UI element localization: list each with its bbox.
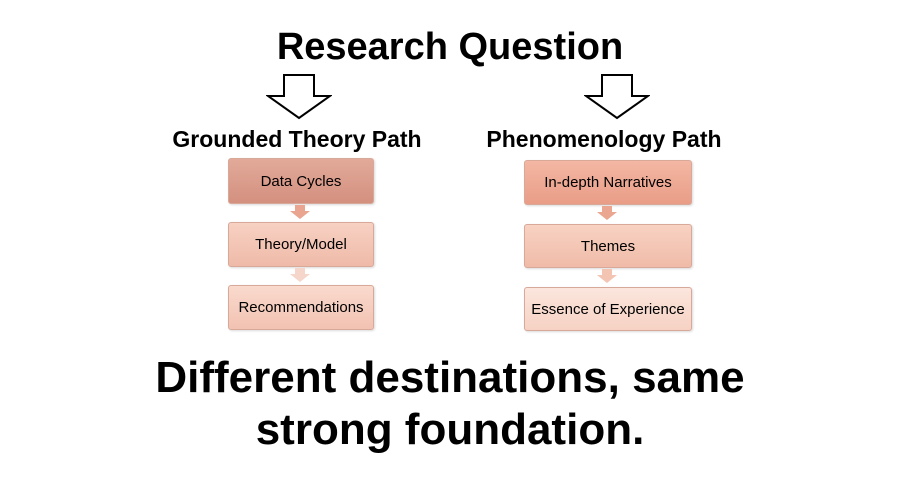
diagram-title: Research Question	[276, 26, 624, 68]
step-theory-model: Theory/Model	[228, 222, 374, 267]
step-arrow-icon	[290, 205, 310, 219]
step-arrow-icon	[290, 268, 310, 282]
step-data-cycles: Data Cycles	[228, 158, 374, 204]
footer-text: Different destinations, same strong foun…	[0, 352, 900, 456]
step-arrow-icon	[597, 269, 617, 283]
down-arrow-icon	[584, 74, 650, 120]
step-themes: Themes	[524, 224, 692, 268]
grounded-theory-heading: Grounded Theory Path	[172, 126, 422, 152]
step-in-depth-narratives: In-depth Narratives	[524, 160, 692, 205]
down-arrow-icon	[266, 74, 332, 120]
phenomenology-heading: Phenomenology Path	[486, 126, 722, 152]
footer-line-1: Different destinations, same	[155, 353, 745, 402]
step-arrow-icon	[597, 206, 617, 220]
footer-line-2: strong foundation.	[255, 405, 645, 454]
step-recommendations: Recommendations	[228, 285, 374, 330]
step-essence-of-experience: Essence of Experience	[524, 287, 692, 331]
